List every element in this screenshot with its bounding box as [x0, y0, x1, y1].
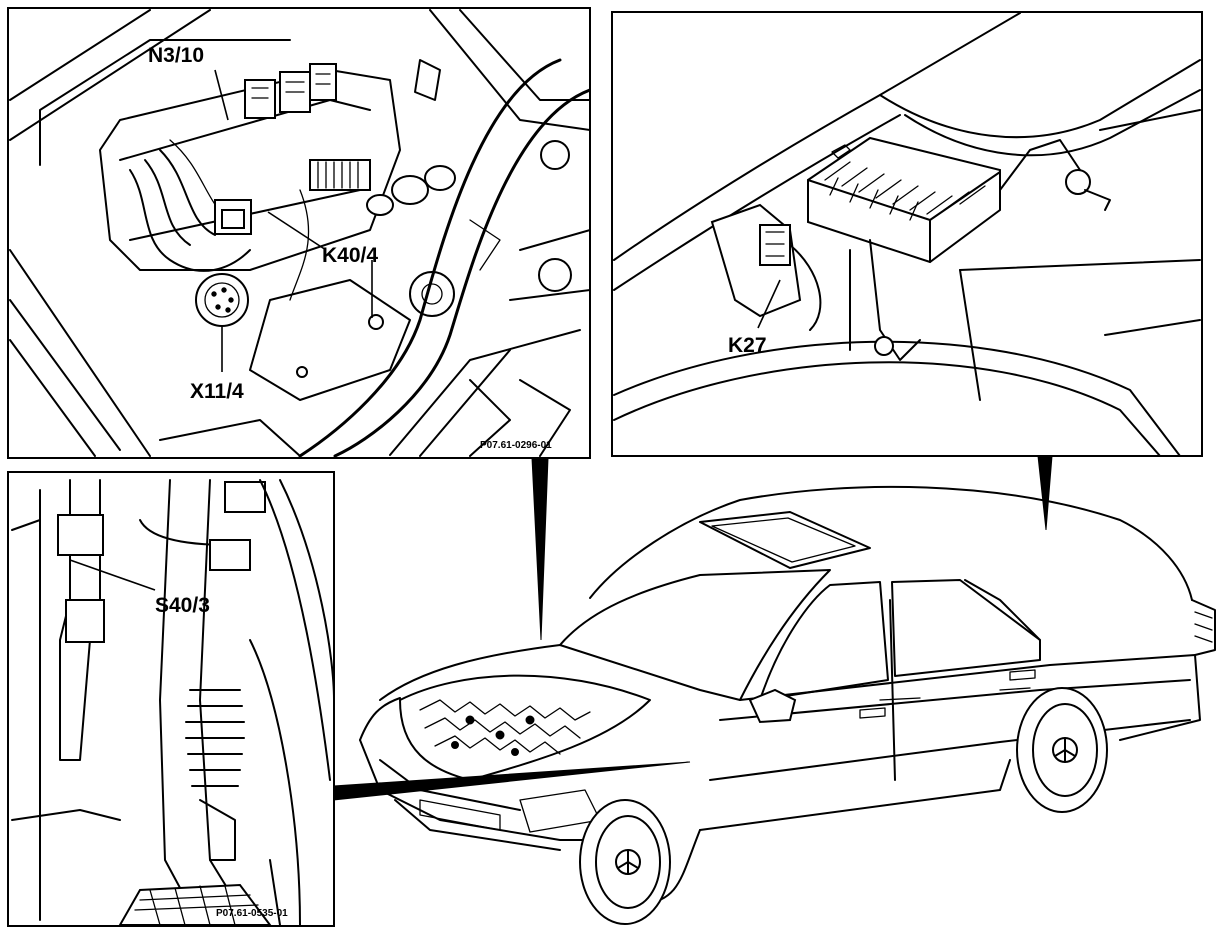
pedal-area-drawing: [11, 479, 333, 925]
engine-bay-panel: N3/10 K40/4 X11/4 P07.61-0296-01: [7, 7, 591, 459]
car-illustration: [359, 485, 1216, 925]
fuse-box-panel: K27: [611, 11, 1203, 457]
label-n3-10: N3/10: [148, 44, 204, 67]
fuse-box-drawing: [613, 13, 1201, 455]
pointer-to-engine-bay: [531, 457, 549, 641]
engine-bay-ref-code: P07.61-0296-01: [480, 440, 552, 451]
label-x11-4: X11/4: [190, 380, 244, 403]
pedal-area-ref-code: P07.61-0535-01: [216, 908, 288, 919]
leader-n3-10: [214, 69, 229, 121]
pointer-to-fuse-box: [1037, 455, 1053, 531]
pointer-to-pedal-area: [333, 761, 691, 801]
engine-bay-drawing: [9, 9, 589, 457]
label-s40-3: S40/3: [155, 594, 210, 617]
leader-k40-4: [267, 211, 327, 251]
leader-s40-3: [69, 559, 156, 591]
leader-k27: [757, 279, 781, 329]
pointer-wedges: [333, 455, 1053, 801]
label-k27: K27: [728, 334, 767, 357]
pedal-area-panel: S40/3 P07.61-0535-01: [7, 471, 335, 927]
label-k40-4: K40/4: [322, 244, 378, 267]
